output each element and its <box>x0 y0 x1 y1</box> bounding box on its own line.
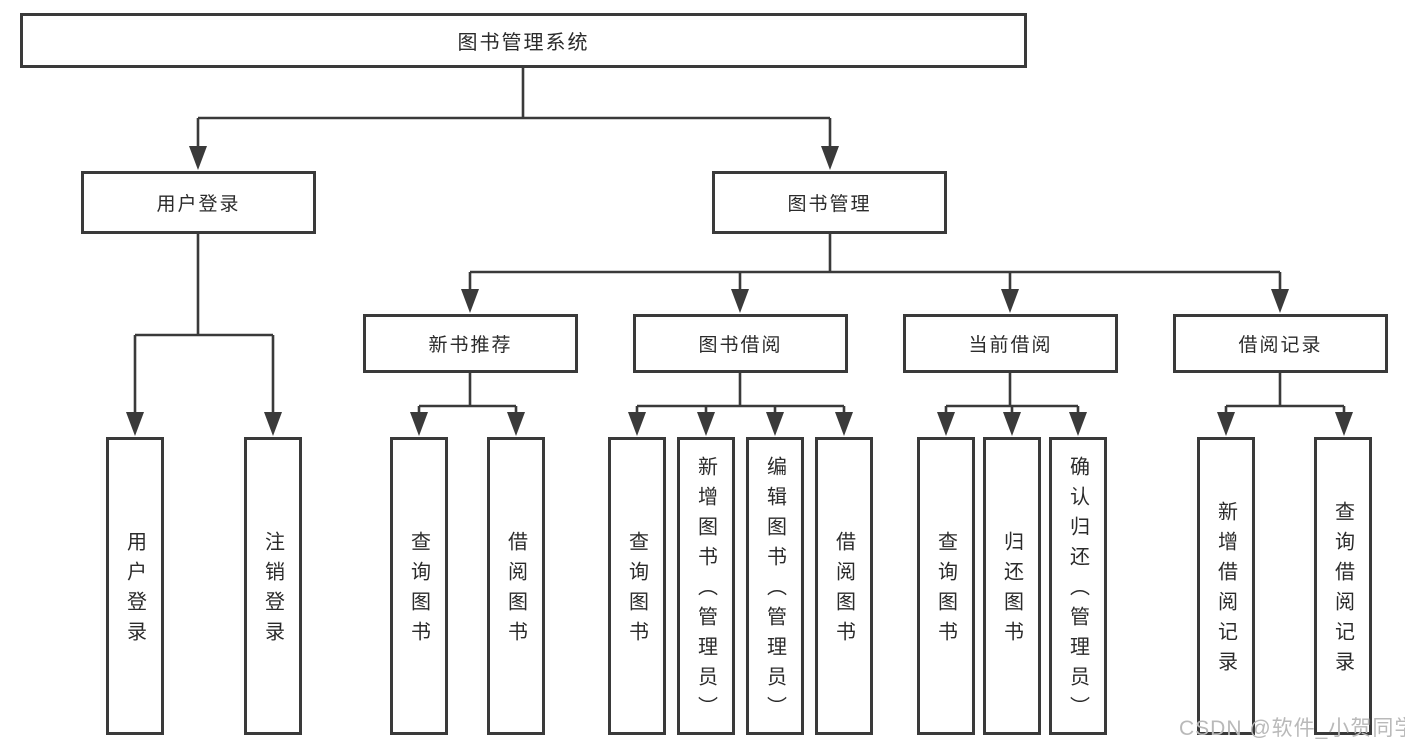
leaf-add-books-admin: 新增图书（管理员） <box>677 437 735 735</box>
node-current-borrow: 当前借阅 <box>903 314 1118 373</box>
leaf-query-books-borrow: 查询图书 <box>608 437 666 735</box>
leaf-query-borrow-record-label: 查询借阅记录 <box>1331 501 1354 681</box>
leaf-logout: 注销登录 <box>244 437 302 735</box>
arrowheads <box>126 146 1353 436</box>
leaf-return-books-label: 归还图书 <box>1000 531 1023 651</box>
leaf-borrow-books-label: 借阅图书 <box>832 531 855 651</box>
node-book-management-label: 图书管理 <box>787 194 872 215</box>
node-new-book-recommend: 新书推荐 <box>363 314 578 373</box>
leaf-logout-label: 注销登录 <box>261 531 284 651</box>
node-root-system-label: 图书管理系统 <box>457 32 590 54</box>
leaf-user-login: 用户登录 <box>106 437 164 735</box>
leaf-confirm-return-admin: 确认归还（管理员） <box>1049 437 1107 735</box>
node-book-management: 图书管理 <box>712 171 947 234</box>
leaf-add-books-admin-label: 新增图书（管理员） <box>694 456 717 726</box>
node-book-borrow: 图书借阅 <box>633 314 848 373</box>
leaf-edit-books-admin-label: 编辑图书（管理员） <box>763 456 786 726</box>
leaf-query-books-recommend-label: 查询图书 <box>407 531 430 651</box>
node-root-system: 图书管理系统 <box>20 13 1027 68</box>
leaf-query-borrow-record: 查询借阅记录 <box>1314 437 1372 735</box>
leaf-query-books-current: 查询图书 <box>917 437 975 735</box>
node-borrow-records-label: 借阅记录 <box>1238 335 1323 356</box>
leaf-borrow-books: 借阅图书 <box>815 437 873 735</box>
leaf-query-books-recommend: 查询图书 <box>390 437 448 735</box>
leaf-borrow-books-recommend-label: 借阅图书 <box>504 531 527 651</box>
node-book-borrow-label: 图书借阅 <box>698 335 783 356</box>
node-borrow-records: 借阅记录 <box>1173 314 1388 373</box>
leaf-user-login-label: 用户登录 <box>123 531 146 651</box>
node-new-book-recommend-label: 新书推荐 <box>428 335 513 356</box>
node-user-login-label: 用户登录 <box>156 194 241 215</box>
leaf-query-books-current-label: 查询图书 <box>934 531 957 651</box>
leaf-query-books-borrow-label: 查询图书 <box>625 531 648 651</box>
node-current-borrow-label: 当前借阅 <box>968 335 1053 356</box>
leaf-add-borrow-record: 新增借阅记录 <box>1197 437 1255 735</box>
leaf-return-books: 归还图书 <box>983 437 1041 735</box>
leaf-edit-books-admin: 编辑图书（管理员） <box>746 437 804 735</box>
leaf-borrow-books-recommend: 借阅图书 <box>487 437 545 735</box>
leaf-add-borrow-record-label: 新增借阅记录 <box>1214 501 1237 681</box>
watermark: CSDN @软件_小贺同学 <box>1179 717 1405 740</box>
leaf-confirm-return-admin-label: 确认归还（管理员） <box>1066 456 1089 726</box>
node-user-login: 用户登录 <box>81 171 316 234</box>
